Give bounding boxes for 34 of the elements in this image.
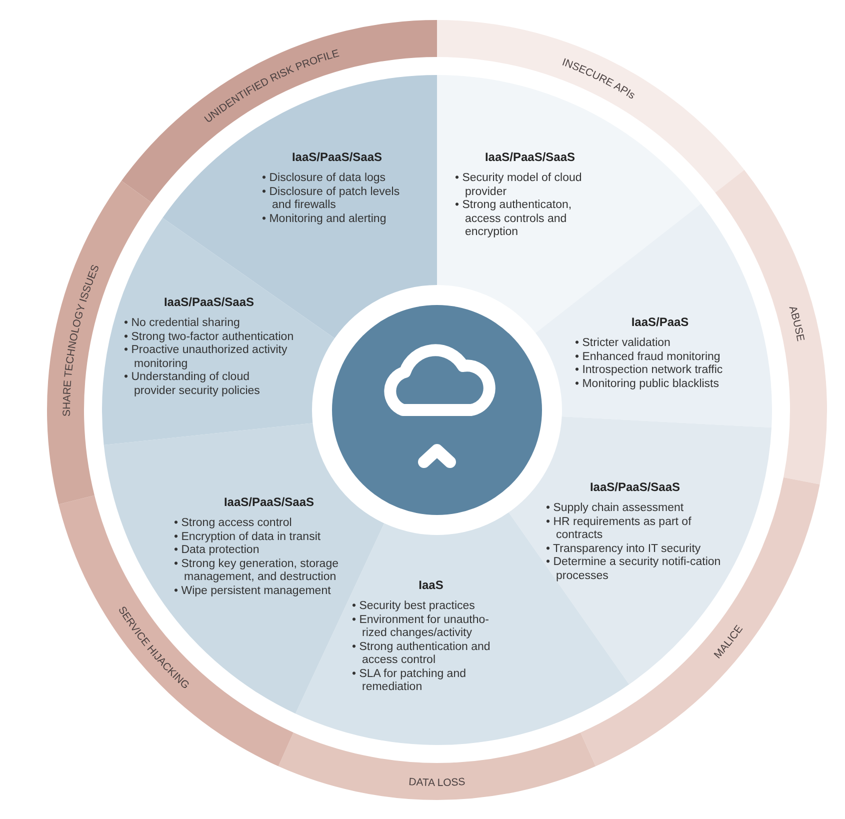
bullet-item: • Supply chain assessment — [546, 502, 685, 516]
bullet-item: • Monitoring public blacklists — [575, 378, 720, 391]
bullet-item: • Strong authenticaton, access controls and encryption — [455, 199, 573, 240]
bullet-item: • Security best practices — [352, 600, 476, 614]
sector-heading: IaaS/PaaS/SaaS — [162, 295, 256, 309]
bullet-item: • Transparency into IT security — [546, 542, 702, 556]
bullet-item: • Strong authentication and access control — [352, 640, 492, 668]
bullet-item: • Stricter validation — [575, 337, 672, 350]
bullet-item: • SLA for patching and remediation — [352, 668, 467, 694]
bullet-item: • Monitoring and alerting — [262, 212, 388, 226]
sector-heading: IaaS/PaaS/SaaS — [290, 150, 384, 164]
ring-label: DATA LOSS — [408, 776, 466, 789]
bullet-item: • No credential sharing — [124, 317, 241, 330]
bullet-item: • Strong key generation, storage management, and destruction — [174, 558, 340, 584]
sector-heading: IaaS/PaaS — [630, 315, 690, 329]
bullet-item: • Disclosure of data logs — [262, 172, 387, 186]
sector-heading: IaaS/PaaS/SaaS — [484, 150, 576, 164]
bullet-item: • Encryption of data in transit — [174, 530, 322, 544]
bullet-item: • Data protection — [174, 544, 260, 558]
bullet-item: • Strong access control — [174, 517, 293, 530]
bullet-item: • Strong two-factor authentication — [124, 330, 294, 344]
sector-heading: IaaS — [418, 578, 444, 592]
bullet-item: • Disclosure of patch levels and firewalls — [262, 186, 401, 212]
bullet-item: • Enhanced fraud monitoring — [575, 350, 722, 364]
bullet-item: • Understanding of cloud provider security policies — [124, 371, 261, 398]
bullet-item: • Proactive unauthorized activity monitoring — [124, 344, 288, 371]
sector-heading: IaaS/PaaS/SaaS — [588, 480, 682, 494]
bullet-item: • Introspection network traffic — [575, 364, 724, 378]
sector-heading: IaaS/PaaS/SaaS — [222, 495, 316, 509]
bullet-item: • Environment for unautho-rized changes/activity — [352, 614, 490, 640]
bullet-item: • Determine a security notifi-cation processes — [546, 556, 722, 583]
bullet-item: • Wipe persistent management — [174, 584, 332, 598]
bullet-item: • Security model of cloud provider — [455, 172, 583, 199]
bullet-item: • HR requirements as part of contracts — [546, 516, 692, 542]
